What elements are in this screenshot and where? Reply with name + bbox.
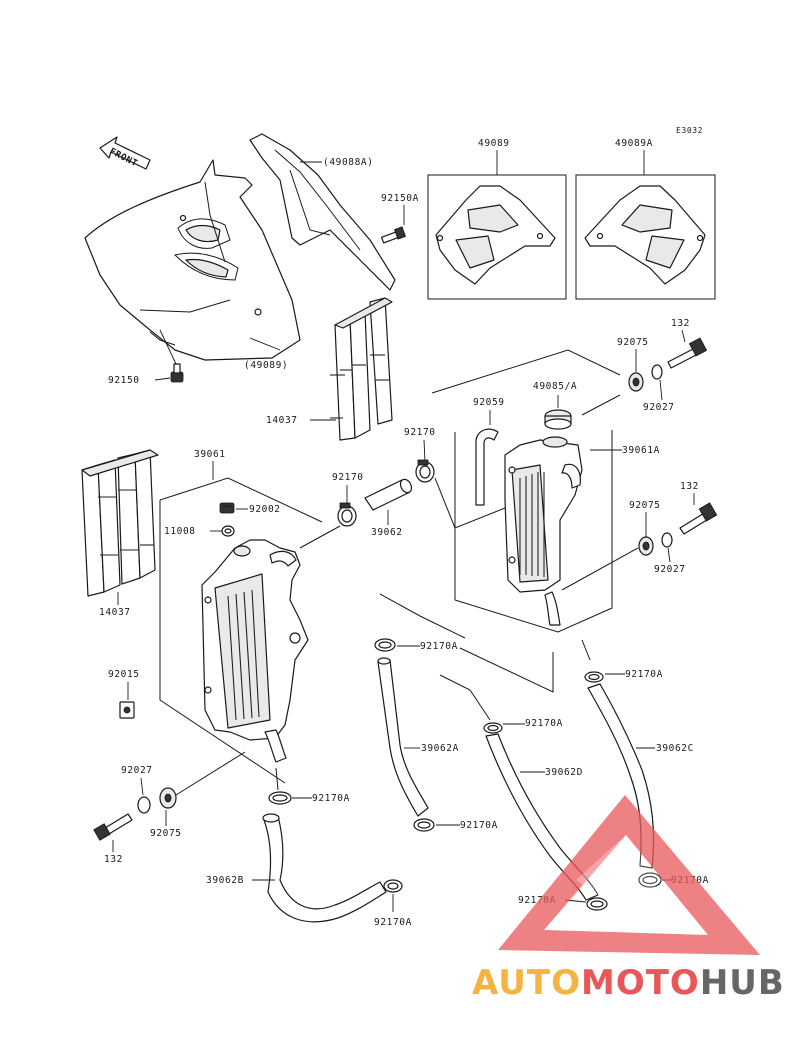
box-49089a <box>575 174 716 300</box>
clamp-92170a-6-icon <box>638 872 662 888</box>
watermark-triangle-icon <box>498 795 760 955</box>
clamp-92170a-2-icon <box>413 818 435 832</box>
front-arrow-icon: FRONT <box>99 136 151 170</box>
label-49089-bracket: (49089) <box>244 360 288 371</box>
hose-39062a <box>377 659 429 817</box>
grommet-92075-mid-icon <box>638 536 654 556</box>
radiator-left-39061 <box>201 539 309 763</box>
label-39062d: 39062D <box>545 767 583 778</box>
hose-39062b <box>263 815 387 923</box>
breather-hose-92059 <box>475 428 499 506</box>
clamp-92170a-3-icon <box>483 722 503 734</box>
bolt-92150a-icon <box>380 226 406 244</box>
box-49089 <box>427 174 567 300</box>
label-39061a: 39061A <box>622 445 660 456</box>
label-39062c: 39062C <box>656 743 694 754</box>
label-92075-mid: 92075 <box>629 500 661 511</box>
watermark-logo <box>498 795 760 955</box>
clamp-92170a-4-icon <box>586 897 608 911</box>
label-92027-left: 92027 <box>121 765 153 776</box>
label-92015: 92015 <box>108 669 140 680</box>
clamp-92170a-1-icon <box>374 638 396 652</box>
hose-39062 <box>364 478 413 511</box>
label-92170a-8: 92170A <box>374 917 412 928</box>
grommet-92075-top-icon <box>628 372 644 392</box>
cap-92002-icon <box>219 502 235 514</box>
label-92075-left: 92075 <box>150 828 182 839</box>
label-14037-upper: 14037 <box>266 415 298 426</box>
label-92170a-1: 92170A <box>420 641 458 652</box>
collar-92027-top-icon <box>651 364 663 380</box>
label-92075-top: 92075 <box>617 337 649 348</box>
label-92170a-5: 92170A <box>625 669 663 680</box>
label-92170a-4: 92170A <box>518 895 556 906</box>
clamp-92170a-5-icon <box>584 671 604 683</box>
diagram-code: E3032 <box>676 126 703 135</box>
label-92170-left: 92170 <box>332 472 364 483</box>
label-39062b: 39062B <box>206 875 244 886</box>
bracket-49089-part <box>435 185 556 285</box>
collar-92027-left-icon <box>137 796 151 814</box>
label-49088a: (49088A) <box>323 157 374 168</box>
grommet-92075-left-icon <box>159 787 177 809</box>
bracket-49089a-part <box>584 185 706 285</box>
hose-39062d <box>485 733 599 901</box>
screw-92150-icon <box>170 363 184 383</box>
label-39061: 39061 <box>194 449 226 460</box>
label-92027-mid: 92027 <box>654 564 686 575</box>
watermark-hub: HUB <box>700 963 785 1003</box>
label-box-49089: 49089 <box>478 138 510 149</box>
shroud-bracket-upper <box>249 133 396 291</box>
clamp-92170a-7-icon <box>268 791 292 805</box>
watermark-auto: AUTO <box>472 963 581 1003</box>
gasket-11008-icon <box>221 525 235 537</box>
label-39062a: 39062A <box>421 743 459 754</box>
label-box-49089a: 49089A <box>615 138 653 149</box>
label-92170a-2: 92170A <box>460 820 498 831</box>
clamp-92170-left-icon <box>337 502 357 527</box>
label-92150: 92150 <box>108 375 140 386</box>
collar-92027-mid-icon <box>661 532 673 548</box>
radiator-cap-49085a-icon <box>544 409 572 430</box>
watermark-text: AUTOMOTOHUB <box>472 963 785 1003</box>
clamp-92170a-8-icon <box>383 879 403 893</box>
label-39062: 39062 <box>371 527 403 538</box>
label-132-left: 132 <box>104 854 123 865</box>
bolt-132-mid-icon <box>679 502 718 535</box>
left-radiator-shroud <box>84 159 301 361</box>
label-132-top: 132 <box>671 318 690 329</box>
label-92027-top: 92027 <box>643 402 675 413</box>
label-92059: 92059 <box>473 397 505 408</box>
label-92170a-3: 92170A <box>525 718 563 729</box>
label-49085a: 49085/A <box>533 381 577 392</box>
clip-nut-92015-icon <box>119 701 135 719</box>
radiator-right-39061a <box>504 436 583 626</box>
label-14037-lower: 14037 <box>99 607 131 618</box>
label-92150a: 92150A <box>381 193 419 204</box>
label-132-mid: 132 <box>680 481 699 492</box>
label-11008: 11008 <box>164 526 196 537</box>
bolt-132-top-icon <box>667 337 708 369</box>
label-92170a-7: 92170A <box>312 793 350 804</box>
label-92002: 92002 <box>249 504 281 515</box>
watermark-moto: MOTO <box>581 963 700 1003</box>
bolt-132-left-icon <box>93 813 133 841</box>
label-92170-mid: 92170 <box>404 427 436 438</box>
clamp-92170-mid-icon <box>415 459 435 483</box>
radiator-guard-upper <box>330 297 393 441</box>
radiator-guard-lower <box>81 449 159 597</box>
